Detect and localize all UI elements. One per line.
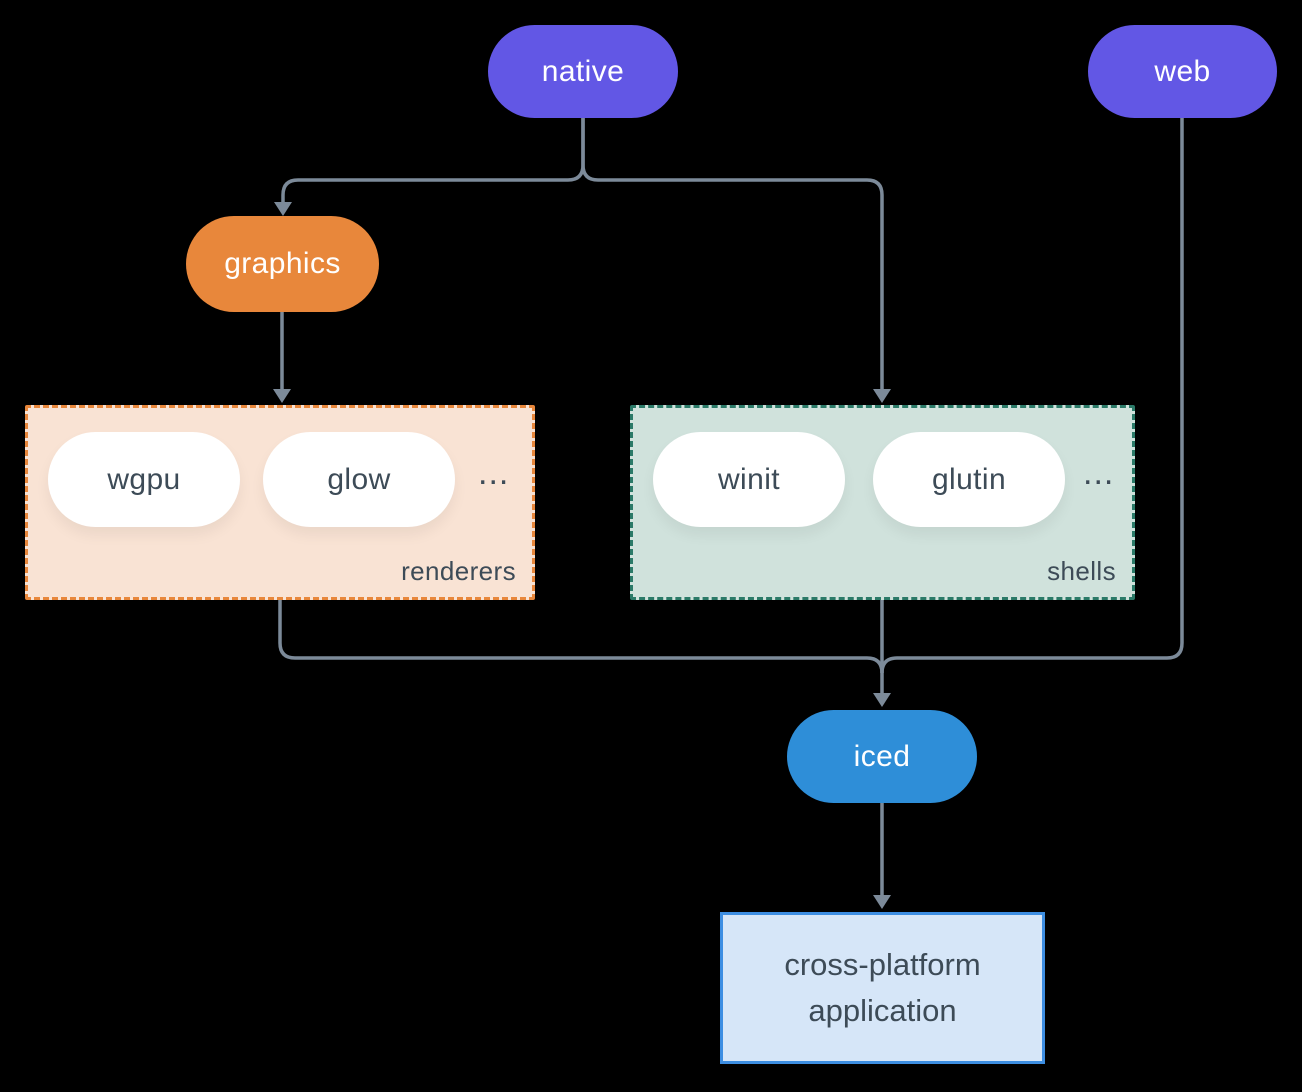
edge-renderers-iced: [278, 600, 884, 674]
node-glutin: glutin: [873, 432, 1065, 527]
node-wgpu-label: wgpu: [107, 462, 181, 496]
group-renderers: wgpu glow ... renderers: [25, 405, 535, 600]
node-graphics: graphics: [186, 216, 379, 312]
node-iced-label: iced: [853, 739, 911, 773]
node-winit: winit: [653, 432, 845, 527]
node-cross-platform-application: cross-platform application: [720, 912, 1045, 1064]
arrowhead-into-application: [873, 895, 891, 909]
arrowhead-into-graphics: [274, 202, 292, 216]
group-shells: winit glutin ... shells: [630, 405, 1135, 600]
node-glutin-label: glutin: [931, 462, 1007, 496]
node-graphics-label: graphics: [224, 247, 341, 280]
node-application-label: cross-platform application: [784, 946, 981, 1029]
shells-group-label: shells: [1047, 556, 1116, 586]
edge-native-graphics: [281, 118, 585, 203]
node-glow: glow: [263, 432, 455, 527]
node-glow-label: glow: [327, 462, 391, 496]
connector-arrowheads: [273, 202, 891, 909]
arrowhead-into-renderers: [273, 389, 291, 403]
arrowhead-into-iced: [873, 693, 891, 707]
node-web: web: [1088, 25, 1277, 118]
node-native: native: [488, 25, 678, 118]
connector-lines: [278, 118, 1184, 896]
renderers-ellipsis: ...: [478, 454, 510, 492]
renderers-group-label: renderers: [401, 556, 516, 586]
node-wgpu: wgpu: [48, 432, 240, 527]
node-web-label: web: [1154, 54, 1211, 88]
node-native-label: native: [541, 54, 625, 88]
node-winit-label: winit: [717, 462, 780, 496]
edge-native-shells: [581, 118, 884, 390]
shells-ellipsis: ...: [1083, 454, 1115, 492]
arrowhead-into-shells: [873, 389, 891, 403]
node-iced: iced: [787, 710, 977, 803]
